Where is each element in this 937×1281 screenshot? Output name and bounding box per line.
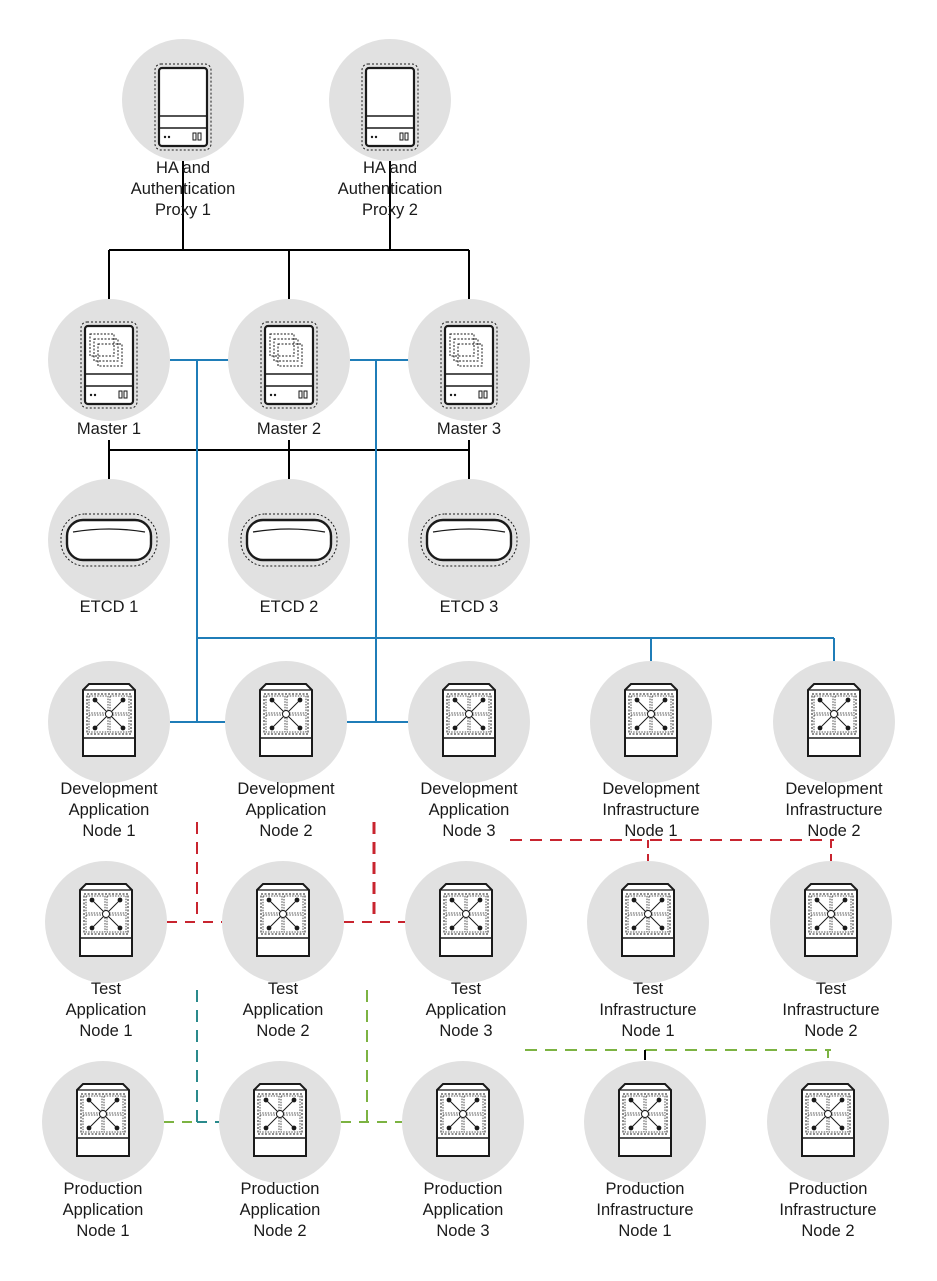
compute-node-icon (82, 683, 136, 757)
database-disk-icon (420, 513, 518, 567)
node-label-master-3: Master 3 (436, 420, 502, 438)
compute-node-icon (256, 883, 310, 957)
node-label-etcd-2: ETCD 2 (259, 598, 319, 616)
server-icon (154, 63, 212, 151)
compute-node-icon (436, 1083, 490, 1157)
compute-node-icon (439, 883, 493, 957)
server-icon (361, 63, 419, 151)
master-server-icon (440, 321, 498, 409)
node-label-master-1: Master 1 (76, 420, 142, 438)
compute-node-icon (621, 883, 675, 957)
compute-node-icon (442, 683, 496, 757)
node-label-etcd-1: ETCD 1 (79, 598, 139, 616)
database-disk-icon (240, 513, 338, 567)
master-server-icon (80, 321, 138, 409)
compute-node-icon (79, 883, 133, 957)
node-label-etcd-3: ETCD 3 (439, 598, 499, 616)
master-server-icon (260, 321, 318, 409)
compute-node-icon (624, 683, 678, 757)
database-disk-icon (60, 513, 158, 567)
compute-node-icon (618, 1083, 672, 1157)
compute-node-icon (807, 683, 861, 757)
compute-node-icon (804, 883, 858, 957)
compute-node-icon (253, 1083, 307, 1157)
node-label-master-2: Master 2 (256, 420, 322, 438)
compute-node-icon (76, 1083, 130, 1157)
compute-node-icon (259, 683, 313, 757)
compute-node-icon (801, 1083, 855, 1157)
